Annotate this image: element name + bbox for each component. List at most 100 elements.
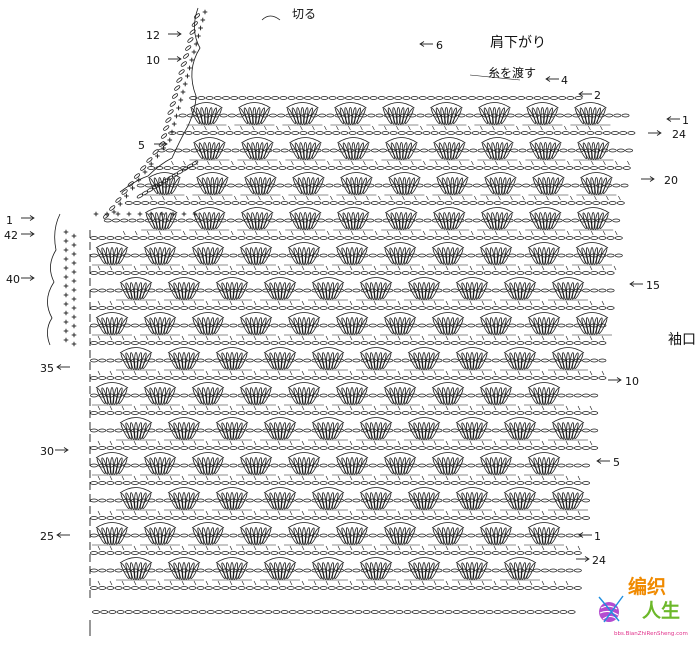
stitch-mark [481,265,485,271]
chain-stitch [355,247,363,265]
chain-stitch [467,533,476,538]
stitch-mark [407,487,441,494]
chain-stitch [131,463,139,468]
chain-stitch [163,533,172,538]
stitch-mark [493,300,497,306]
chain-stitch [303,107,309,125]
chain-stitch [483,411,492,415]
chain-stitch [251,212,256,230]
chain-stitch [206,387,210,405]
chain-stitch [456,283,466,299]
chain-stitch [390,212,398,230]
stitch-mark [157,265,161,271]
chain-stitch [286,341,295,345]
chain-stitch [278,446,287,450]
stitch-mark [601,370,605,376]
chain-stitch [221,446,230,450]
chain-stitch [180,393,189,398]
chain-stitch [185,422,190,440]
chain-stitch [191,21,198,27]
chain-stitch [98,288,107,293]
chain-stitch [394,387,399,405]
chain-stitch [327,568,336,573]
chain-stitch [526,610,535,614]
chain-stitch [209,457,214,475]
chain-stitch [621,113,630,118]
chain-stitch [516,236,525,240]
chain-stitch [411,148,420,153]
chain-stitch [533,317,541,335]
chain-stitch [221,533,230,538]
chain-stitch [449,317,454,335]
stitch-mark [240,125,243,131]
chain-stitch [549,212,556,230]
chain-stitch [541,586,549,590]
chain-stitch [458,178,468,194]
chain-stitch [370,492,375,510]
chain-stitch [377,393,385,398]
chain-stitch [389,178,399,194]
pass-yarn-label: 糸を渡す [488,66,537,80]
chain-stitch [185,562,190,580]
chain-stitch [196,323,205,328]
stitch-mark [276,125,279,131]
chain-stitch [477,201,486,205]
chain-stitch [283,352,291,370]
chain-stitch [204,498,213,503]
stitch-mark [407,277,441,284]
chain-stitch [595,317,603,335]
chain-stitch [270,236,279,240]
chain-stitch [368,463,377,468]
chain-stitch [172,306,180,310]
stitch-mark [627,160,630,166]
chain-stitch [283,492,291,510]
chain-stitch [590,428,599,433]
chain-stitch [550,96,558,100]
chain-stitch [245,446,254,450]
stitch-mark [143,242,177,249]
chain-stitch [114,586,123,590]
chain-stitch [442,376,451,380]
chain-stitch [540,107,545,125]
chain-stitch [493,201,502,205]
chain-stitch [250,387,255,405]
chain-stitch [613,113,622,118]
chain-stitch [329,422,334,440]
chain-stitch [293,317,301,335]
stitch-mark [217,580,221,586]
chain-stitch [257,527,262,545]
chain-stitch [195,113,204,118]
chain-stitch [221,358,230,363]
stitch-mark [409,300,413,306]
chain-stitch [139,446,148,450]
stitch-mark [270,195,273,201]
chain-stitch [488,131,496,135]
chain-stitch [554,218,563,223]
chain-stitch [386,143,396,159]
chain-stitch [90,411,98,415]
chain-stitch [360,428,369,433]
chain-stitch [557,516,566,520]
chain-stitch [450,212,456,230]
chain-stitch [262,481,271,485]
stitch-mark [517,475,521,481]
chain-stitch [458,166,467,170]
chain-stitch [122,481,131,485]
chain-stitch [354,107,361,125]
chain-stitch [461,610,469,614]
chain-stitch [320,96,329,100]
chain-stitch [139,288,148,293]
chain-stitch [459,253,467,258]
chain-stitch [92,610,100,614]
stitch-mark [457,405,461,411]
chain-stitch [185,282,190,300]
stitch-mark [301,370,305,376]
chain-stitch [430,563,440,579]
chain-stitch [450,288,459,293]
chain-stitch [374,492,378,510]
stitch-mark [503,417,537,424]
chain-stitch [437,387,445,405]
chain-stitch [204,236,213,240]
stitch-mark [229,510,233,516]
chain-stitch [327,271,336,275]
